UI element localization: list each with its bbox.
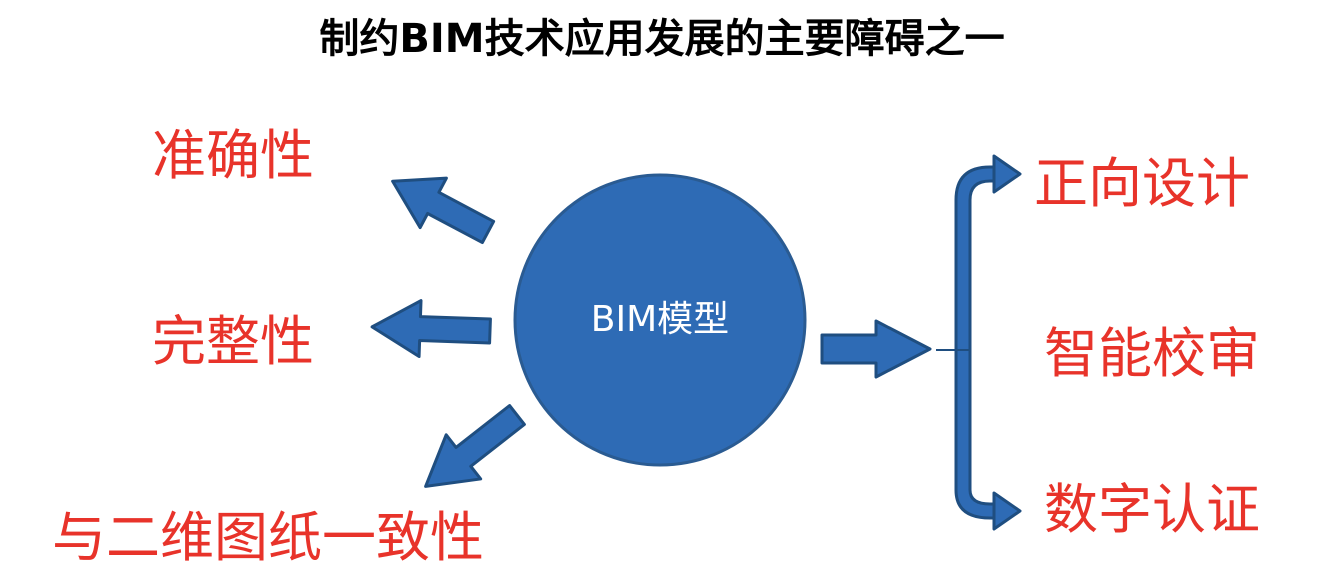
arrow-to-completeness [370,299,492,359]
right-item-smart-review: 智能校审 [1044,322,1260,385]
diagram-title: 制约BIM技术应用发展的主要障碍之一 [319,16,1005,62]
arrow-to-accuracy [391,176,496,245]
arrow-to-drawing-consistency [424,404,526,488]
bracket-upper-arrowhead [992,154,1022,194]
right-item-digital-certification: 数字认证 [1044,478,1260,541]
bim-model-circle [513,173,807,467]
applications-bracket [936,154,1022,531]
arrow-to-applications [820,319,932,379]
bim-model-label: BIM模型 [590,299,730,340]
left-item-drawing-consistency: 与二维图纸一致性 [52,506,484,569]
left-item-accuracy: 准确性 [152,124,314,187]
bracket-lower-arrowhead [992,491,1022,531]
right-item-forward-design: 正向设计 [1034,152,1250,215]
left-item-completeness: 完整性 [152,310,314,373]
